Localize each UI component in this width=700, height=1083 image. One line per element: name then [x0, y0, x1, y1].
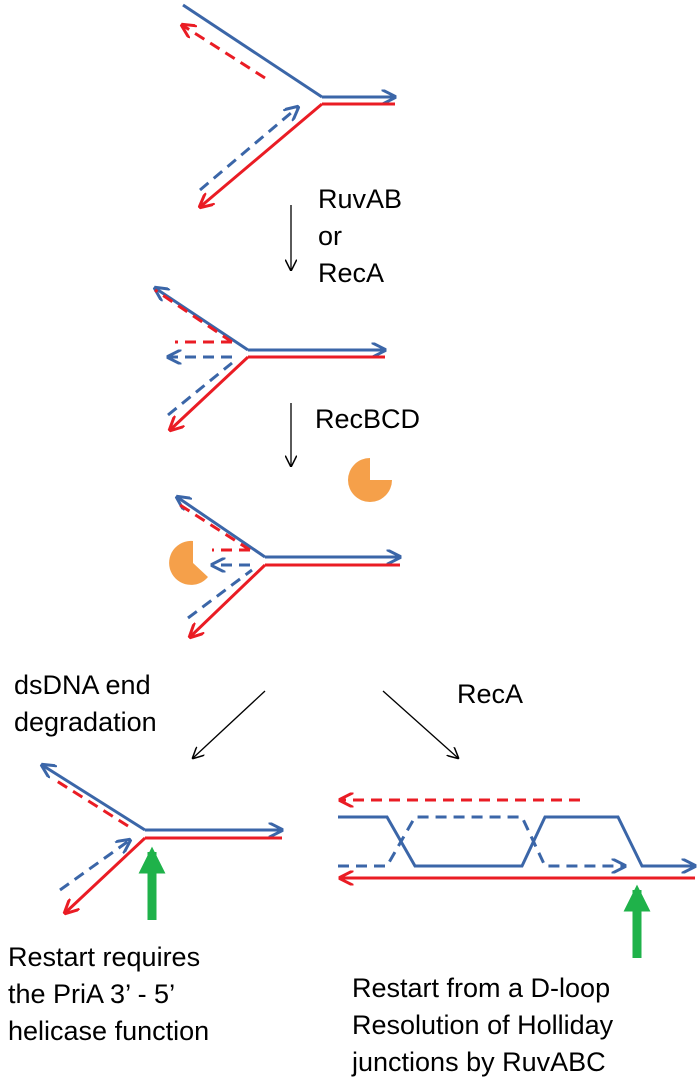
- left-path-label-line2: degradation: [14, 707, 157, 737]
- degrading-fork-red-arm: [190, 563, 267, 637]
- right-outcome-line3: junctions by RuvABC: [351, 1047, 606, 1077]
- degrading-fork: [177, 497, 400, 637]
- regressed-blue-nascent: [167, 361, 233, 417]
- recbcd-pacman-icon: [348, 458, 392, 502]
- left-outcome-line3: helicase function: [8, 1016, 209, 1046]
- step2-label: RecBCD: [315, 404, 420, 434]
- degrading-fork-blue-arm: [177, 497, 266, 559]
- reversed-fork: [155, 288, 385, 430]
- d-loop-structure: [338, 800, 695, 878]
- left-path-label-line1: dsDNA end: [14, 670, 151, 700]
- lagging-template-strand: [200, 102, 323, 207]
- recbcd-bound-pacman-icon: [169, 540, 208, 585]
- d-loop-blue-nascent: [338, 815, 625, 866]
- right-path-label: RecA: [457, 679, 523, 709]
- left-outcome-line1: Restart requires: [8, 942, 200, 972]
- stalled-fork: [182, 3, 395, 207]
- restored-fork: [42, 765, 282, 913]
- right-branch-arrow: [382, 690, 458, 758]
- degrading-red-nascent: [179, 503, 251, 552]
- right-outcome-line2: Resolution of Holliday: [352, 1010, 614, 1040]
- step1-label-line3: RecA: [318, 258, 384, 288]
- leading-template-strand: [182, 3, 323, 99]
- degrading-blue-nascent: [187, 568, 253, 620]
- right-outcome-line1: Restart from a D-loop: [352, 973, 610, 1003]
- step1-label-line1: RuvAB: [318, 184, 402, 214]
- left-branch-arrow: [193, 690, 266, 758]
- reversed-fork-blue-arm: [155, 288, 249, 352]
- nascent-lagging-strand: [199, 107, 298, 192]
- left-outcome-line2: the PriA 3’ - 5’: [8, 979, 175, 1009]
- nascent-leading-strand: [182, 25, 266, 80]
- restored-fork-blue-arm: [42, 765, 146, 832]
- reversed-fork-red-arm: [170, 355, 250, 430]
- restored-fork-red-arm: [65, 836, 147, 913]
- step1-label-line2: or: [318, 221, 342, 251]
- regressed-red-nascent: [154, 288, 233, 344]
- restored-red-nascent: [51, 776, 129, 828]
- restored-blue-nascent: [59, 840, 130, 892]
